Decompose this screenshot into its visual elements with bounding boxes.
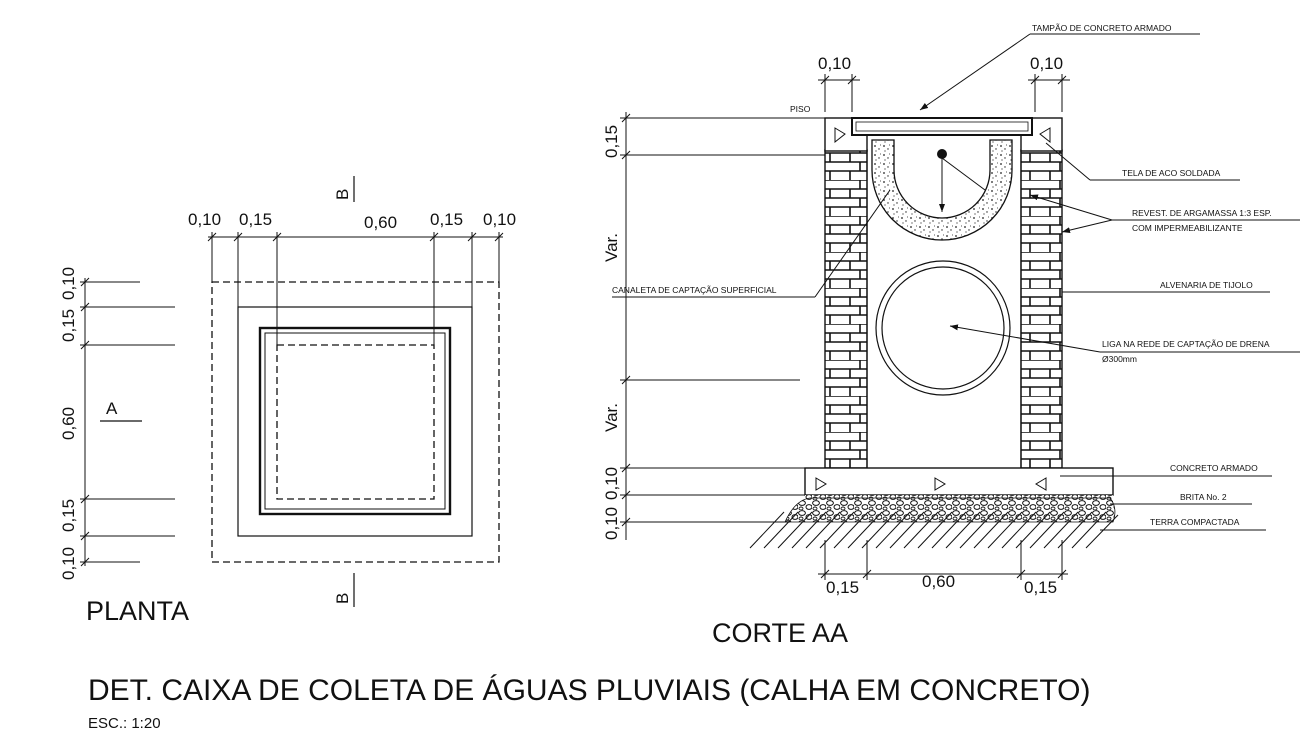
corte-dim-top-left: 0,10: [818, 54, 851, 73]
planta-dim-left-2: 0,15: [59, 309, 78, 342]
corte-label: CORTE AA: [712, 618, 848, 648]
corte-dim-left-3: Var.: [602, 403, 621, 432]
note-revest-2: COM IMPERMEABILIZANTE: [1132, 223, 1243, 233]
corte-dim-left-2: Var.: [602, 233, 621, 262]
brick-wall-right: [1020, 149, 1063, 469]
corte-dim-left-4: 0,10: [602, 467, 621, 500]
note-concreto: CONCRETO ARMADO: [1170, 463, 1258, 473]
note-liga-1: LIGA NA REDE DE CAPTAÇÃO DE DRENA: [1102, 339, 1270, 349]
planta-rim-inner: [264, 332, 446, 510]
piso-label: PISO: [790, 104, 811, 114]
note-canaleta: CANALETA DE CAPTAÇÃO SUPERFICIAL: [612, 285, 777, 295]
brick-wall-left: [824, 149, 868, 469]
section-marker-b-top: B: [333, 189, 352, 200]
planta-dim-top-5: 0,10: [483, 210, 516, 229]
corte-dim-top-right: 0,10: [1030, 54, 1063, 73]
planta-view: 0,10 0,15 0,60 0,15 0,10 0,10 0,15 0,60 …: [59, 176, 516, 626]
planta-outer-wall: [237, 306, 473, 537]
corte-view: 0,10 0,10 PISO 0,15 Var. Var. 0,10 0,10: [602, 23, 1300, 648]
drain-pipe: [875, 260, 1011, 396]
concrete-base: [804, 467, 1114, 496]
channel-gutter: [871, 139, 1013, 241]
planta-dim-top-4: 0,15: [430, 210, 463, 229]
corte-dim-bottom-2: 0,60: [922, 572, 955, 591]
section-marker-a: A: [106, 399, 118, 418]
planta-dim-top-1: 0,10: [188, 210, 221, 229]
note-revest-1: REVEST. DE ARGAMASSA 1:3 ESP.: [1132, 208, 1272, 218]
note-liga-2: Ø300mm: [1102, 354, 1137, 364]
planta-dim-left-3: 0,60: [59, 407, 78, 440]
corte-dim-left-5: 0,10: [602, 507, 621, 540]
note-tela: TELA DE ACO SOLDADA: [1122, 168, 1221, 178]
planta-dim-top-2: 0,15: [239, 210, 272, 229]
planta-rim: [258, 326, 452, 516]
planta-dim-left-5: 0,10: [59, 547, 78, 580]
planta-outer-dashed: [211, 281, 500, 563]
drawing-title: DET. CAIXA DE COLETA DE ÁGUAS PLUVIAIS (…: [88, 674, 1090, 707]
note-tampao: TAMPÃO DE CONCRETO ARMADO: [1032, 23, 1172, 33]
channel-center-point: [937, 149, 947, 159]
corte-dim-left-1: 0,15: [602, 125, 621, 158]
drawing-scale: ESC.: 1:20: [88, 715, 161, 732]
planta-dim-left-1: 0,10: [59, 267, 78, 300]
planta-dim-top-3: 0,60: [364, 213, 397, 232]
planta-label: PLANTA: [86, 596, 189, 626]
planta-dim-left-4: 0,15: [59, 499, 78, 532]
corte-dim-bottom-1: 0,15: [826, 578, 859, 597]
concrete-lid: [851, 117, 1033, 136]
note-brita: BRITA No. 2: [1180, 492, 1227, 502]
planta-inner-dashed: [276, 344, 435, 500]
note-terra: TERRA COMPACTADA: [1150, 517, 1240, 527]
note-alvenaria: ALVENARIA DE TIJOLO: [1160, 280, 1253, 290]
compacted-earth: [749, 511, 1119, 549]
corte-dim-bottom-3: 0,15: [1024, 578, 1057, 597]
section-marker-b-bottom: B: [333, 593, 352, 604]
